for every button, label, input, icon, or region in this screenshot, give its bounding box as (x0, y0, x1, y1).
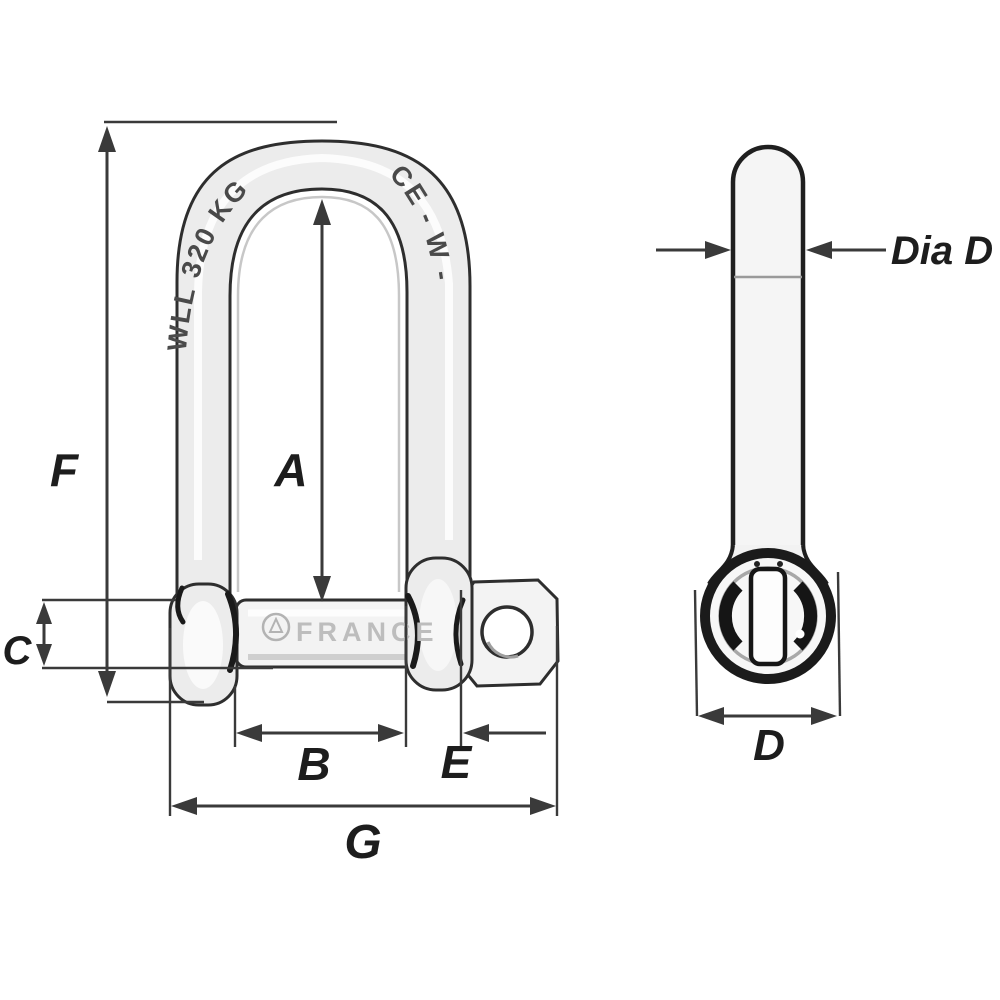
arrow-g-right (530, 797, 556, 815)
left-eye-edge-accent (175, 585, 186, 625)
arrow-e-left (463, 724, 489, 742)
arrow-diad-right (806, 241, 832, 259)
dimension-labels: F A C B E G D Dia D (3, 229, 994, 869)
arrow-diad-left (705, 241, 731, 259)
arrow-c-up (36, 602, 52, 624)
ext-d-left (693, 589, 699, 717)
arrow-b-right (378, 724, 404, 742)
pin-logo-glyph (268, 616, 284, 633)
right-eye-accent-left (405, 593, 421, 669)
pin-logo-icon (261, 612, 291, 642)
arrow-f-down (98, 671, 116, 697)
left-eye-highlight (183, 601, 223, 689)
right-eye-highlight (419, 579, 457, 671)
front-view: WLL 320 KG CE - W - FRANCE (162, 139, 560, 707)
dim-label-g: G (344, 816, 381, 869)
dim-label-d: D (753, 721, 785, 770)
dim-label-a: A (273, 444, 307, 496)
arrow-g-left (171, 797, 197, 815)
dim-label-dia-d: Dia D (891, 229, 993, 273)
pin-head-slot (748, 566, 788, 667)
arrow-d-right (811, 707, 837, 725)
eye-crescent-dot (795, 629, 805, 639)
ext-d-right (836, 571, 842, 717)
dimension-lines (36, 120, 886, 816)
dim-label-f: F (50, 444, 80, 496)
slot-dot-left (754, 561, 760, 567)
left-eye-collar-accent (225, 591, 240, 673)
engraving-pin: FRANCE (296, 617, 439, 647)
dim-label-b: B (297, 738, 330, 790)
arrow-a-up (313, 199, 331, 225)
arrow-f-up (98, 126, 116, 152)
arrow-d-left (698, 707, 724, 725)
side-view (700, 144, 836, 684)
slot-dot-right (777, 561, 783, 567)
arrow-a-down (313, 576, 331, 602)
arrow-b-left (236, 724, 262, 742)
pin-head-hole-shading (486, 641, 519, 659)
shackle-inner-shading (236, 195, 401, 592)
pin-side-rod (730, 144, 806, 552)
shackle-body (175, 139, 472, 602)
shackle-highlight (194, 153, 453, 560)
dim-label-e: E (441, 736, 473, 788)
dim-label-c: C (3, 629, 33, 673)
arrow-c-down (36, 644, 52, 666)
eye-crescent-left (718, 581, 743, 651)
eye-crescent-right (793, 581, 818, 651)
pin-head-hole (480, 605, 534, 659)
